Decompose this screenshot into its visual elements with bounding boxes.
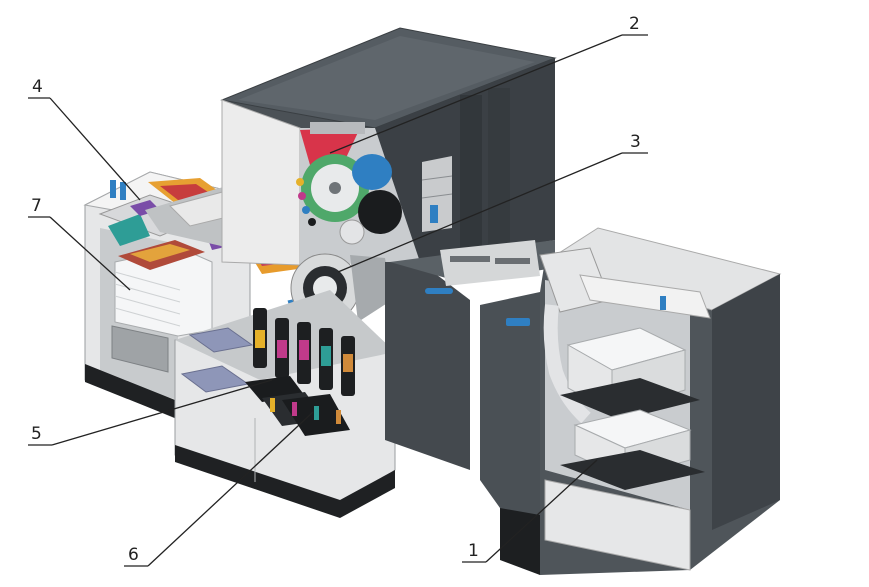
callout-6-leader — [147, 411, 314, 567]
callout-2-leader — [329, 34, 623, 154]
callout-5-leader — [51, 379, 273, 446]
main-press-tower — [220, 27, 557, 333]
callout-number-6: 6 — [128, 545, 139, 565]
callout-number-4: 4 — [32, 77, 43, 97]
callout-1-leader — [485, 459, 598, 563]
imaging-unit — [296, 122, 402, 245]
consumables-drawer — [174, 290, 396, 518]
right-delivery-unit — [480, 227, 782, 575]
callout-number-2: 2 — [629, 14, 640, 34]
callout-3: 3 — [337, 132, 648, 273]
callout-number-3: 3 — [630, 132, 641, 152]
callout-number-1: 1 — [468, 541, 479, 561]
callout-5: 5 — [28, 379, 273, 446]
paper-stack-feeder — [114, 240, 213, 337]
callout-4-leader — [49, 97, 141, 201]
callout-number-7: 7 — [31, 196, 42, 216]
callout-1: 1 — [462, 459, 598, 563]
callout-7-leader — [49, 216, 131, 291]
callout-6: 6 — [124, 411, 314, 567]
callout-4: 4 — [28, 77, 141, 201]
callout-2: 2 — [329, 14, 648, 154]
toner-cartridges — [253, 308, 355, 396]
callout-number-5: 5 — [31, 424, 42, 444]
callout-7: 7 — [28, 196, 131, 291]
callout-3-leader — [337, 152, 623, 273]
central-connector — [385, 240, 555, 470]
output-paper-stacks — [560, 327, 705, 490]
